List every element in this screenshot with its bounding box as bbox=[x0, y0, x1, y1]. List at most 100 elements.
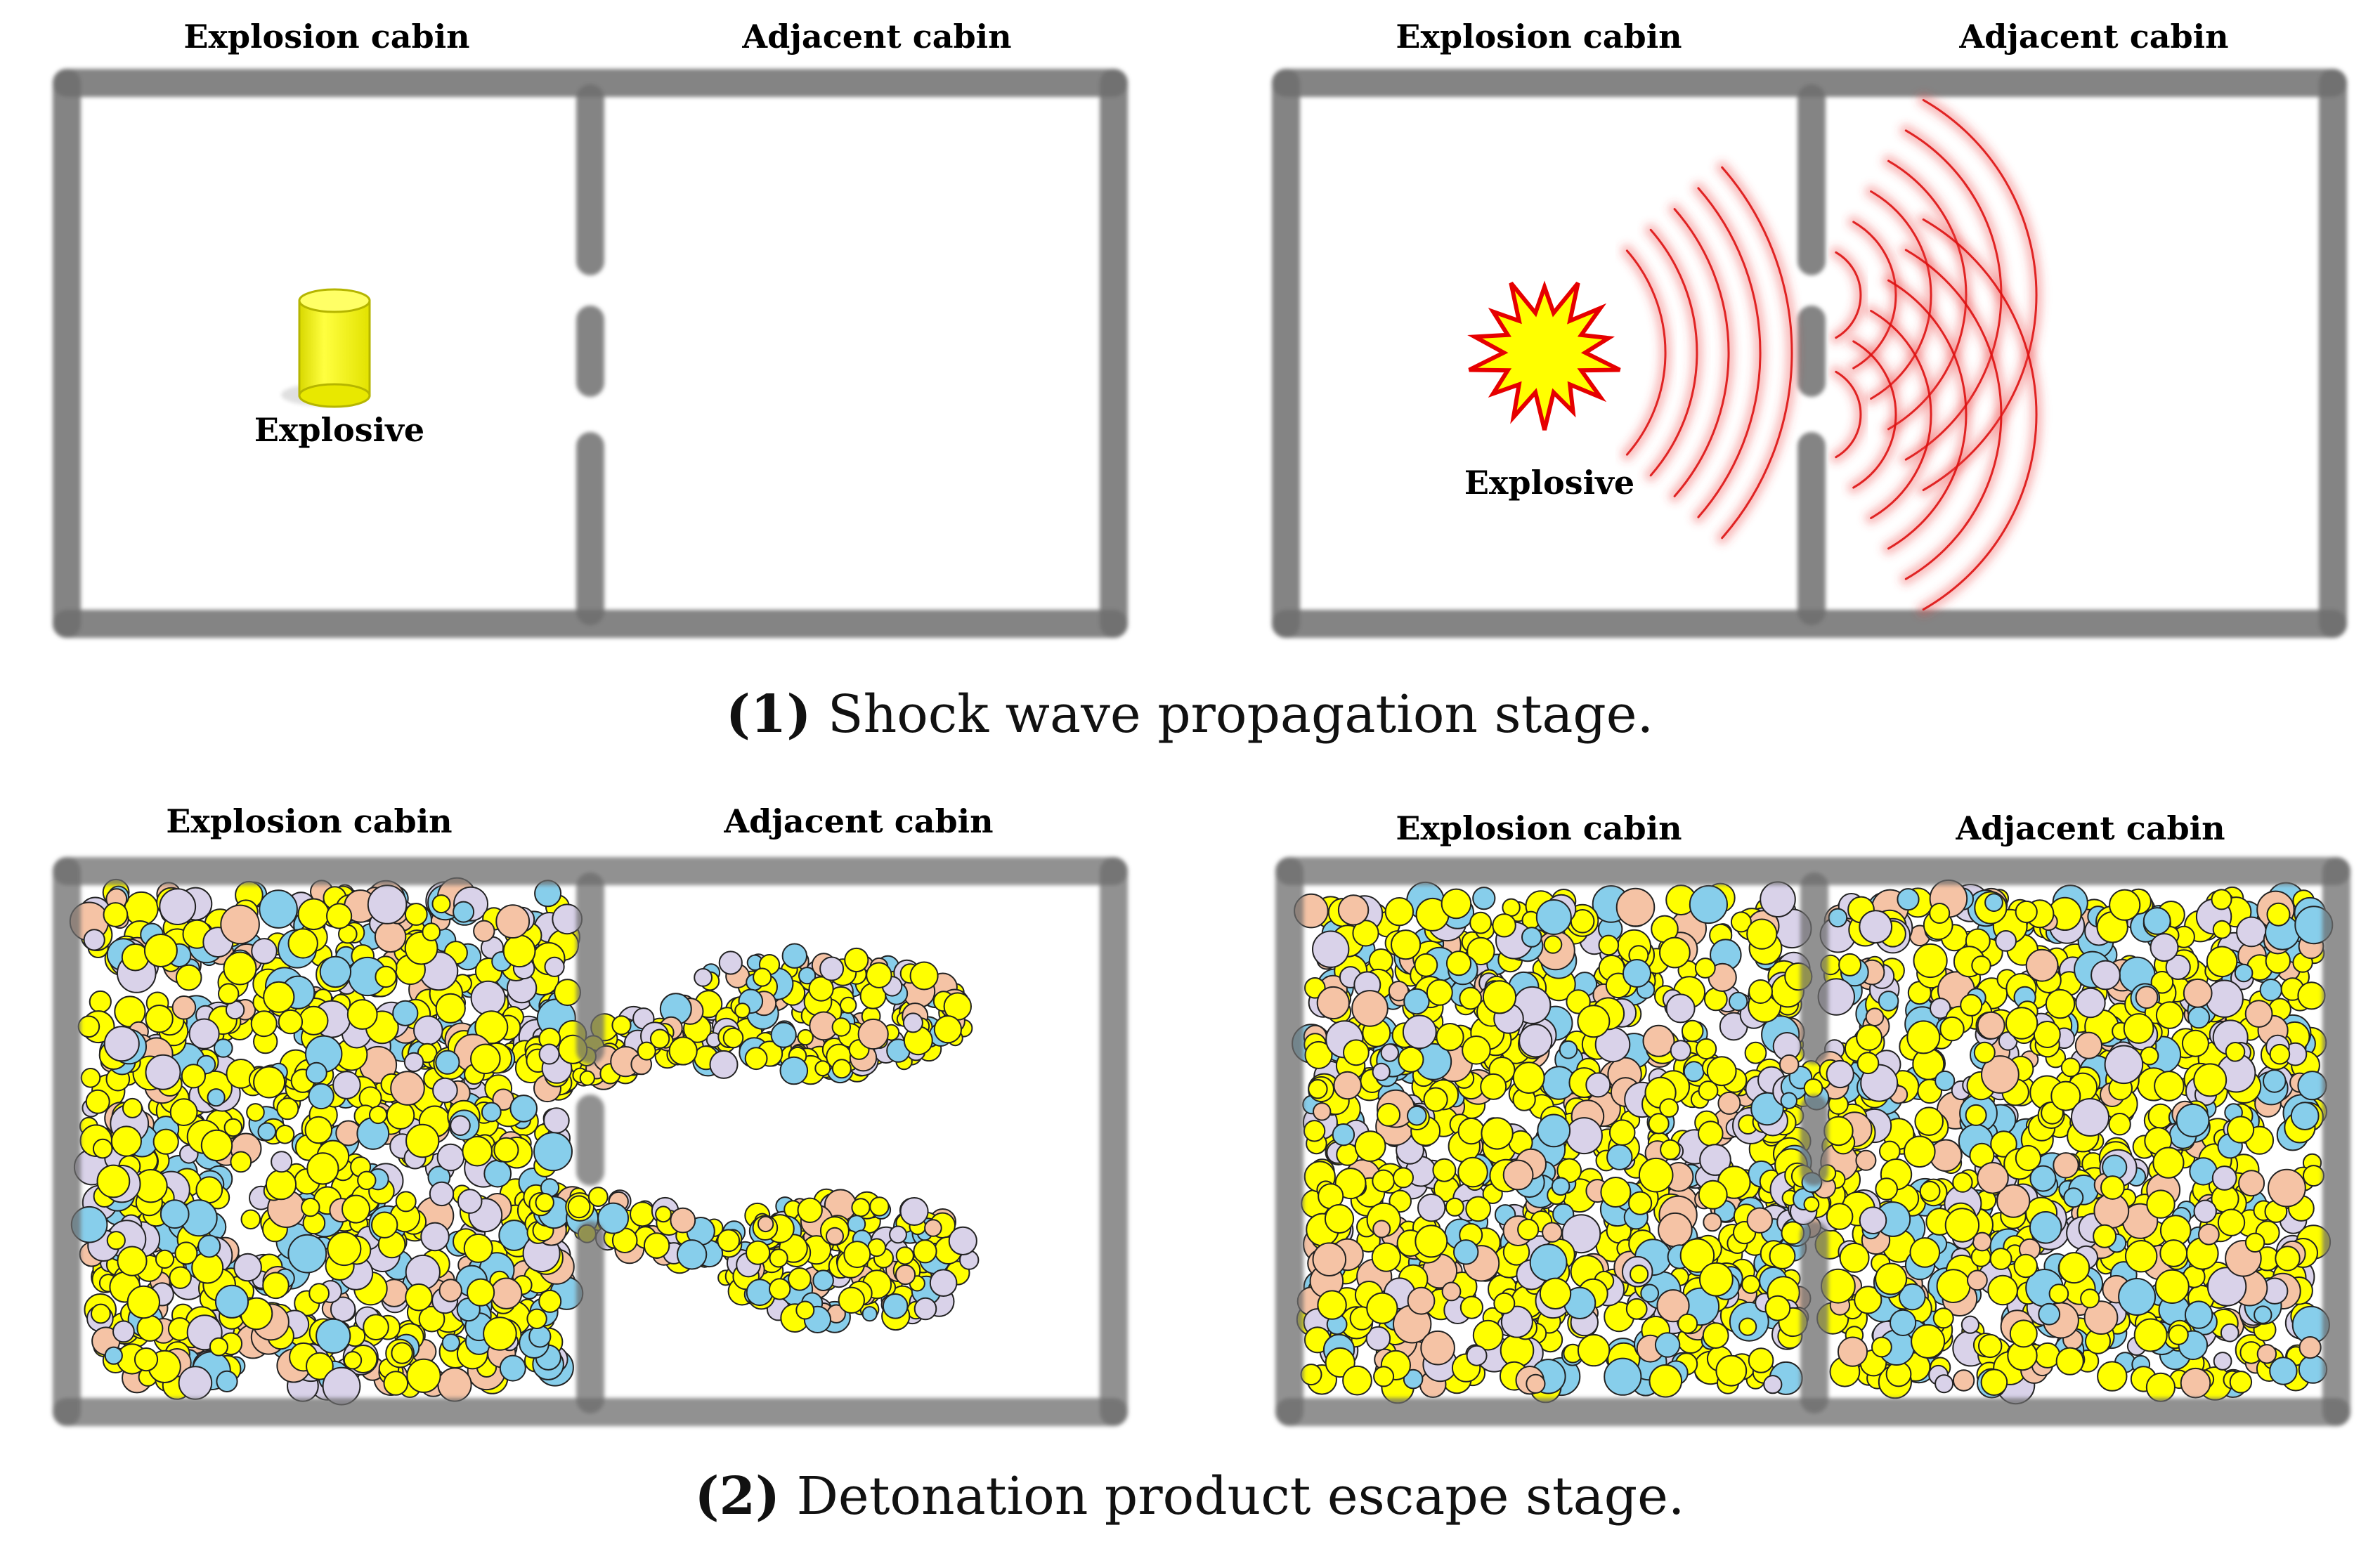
particle bbox=[195, 1176, 223, 1204]
particle bbox=[1952, 1369, 1975, 1392]
particle bbox=[2063, 1187, 2084, 1208]
particle bbox=[124, 891, 159, 927]
particle bbox=[2005, 1007, 2038, 1040]
particle bbox=[2055, 1347, 2084, 1376]
particle bbox=[418, 1305, 446, 1333]
particle bbox=[473, 920, 495, 943]
particle bbox=[218, 983, 240, 1005]
particle bbox=[386, 1101, 415, 1130]
particle bbox=[2015, 900, 2038, 924]
particle bbox=[306, 1352, 334, 1380]
panel-3-cabin-frame bbox=[53, 857, 1128, 1426]
particle bbox=[1875, 1262, 1908, 1295]
particle bbox=[543, 1107, 570, 1134]
shock-wave-arc bbox=[1835, 251, 1862, 339]
particle bbox=[788, 1267, 812, 1291]
particle bbox=[1371, 1242, 1401, 1272]
particle bbox=[276, 1097, 299, 1120]
particle bbox=[1746, 918, 1778, 950]
particle bbox=[2256, 1344, 2277, 1364]
particle bbox=[1973, 1041, 1996, 1064]
particle bbox=[1960, 993, 1983, 1017]
panel-4-explosion-cabin-label: Explosion cabin bbox=[1396, 809, 1682, 847]
particle bbox=[924, 1219, 942, 1237]
particle bbox=[533, 1132, 573, 1172]
particle bbox=[470, 980, 506, 1016]
particle bbox=[481, 1102, 502, 1123]
particle bbox=[1304, 1040, 1333, 1069]
particle bbox=[1659, 1098, 1679, 1118]
particle bbox=[330, 1296, 356, 1322]
particle bbox=[670, 1207, 696, 1234]
shock-wave-arc bbox=[1829, 246, 1867, 344]
svg-text:(2) Detonation product escape: (2) Detonation product escape stage. bbox=[695, 1466, 1685, 1527]
particle bbox=[1658, 1212, 1693, 1248]
particle bbox=[1913, 943, 1948, 979]
particle bbox=[1746, 1207, 1774, 1234]
particle bbox=[1303, 1120, 1326, 1142]
particle bbox=[326, 903, 353, 929]
panel-1: Explosion cabin Adjacent cabin Explosive bbox=[53, 18, 1128, 638]
panel-1-explosion-cabin-label: Explosion cabin bbox=[183, 18, 469, 55]
particle bbox=[831, 1059, 852, 1079]
particle bbox=[470, 1043, 501, 1075]
particle bbox=[1388, 981, 1410, 1002]
particle bbox=[1977, 1011, 2005, 1040]
particle bbox=[889, 1225, 907, 1244]
particle bbox=[188, 1018, 220, 1050]
particle bbox=[174, 1241, 198, 1265]
particle bbox=[1748, 1347, 1774, 1373]
particle bbox=[1502, 1159, 1534, 1191]
particle bbox=[1441, 888, 1472, 920]
particle bbox=[1354, 1130, 1386, 1162]
particle bbox=[781, 943, 808, 969]
particle bbox=[287, 928, 318, 959]
particle bbox=[435, 1050, 460, 1075]
particle bbox=[1971, 955, 1991, 976]
particle bbox=[493, 1137, 519, 1163]
particle bbox=[649, 1028, 670, 1049]
particle bbox=[2227, 1116, 2255, 1144]
particle bbox=[1638, 1157, 1674, 1193]
particle bbox=[1517, 1218, 1540, 1241]
particle bbox=[181, 1064, 206, 1089]
particle bbox=[405, 1123, 440, 1158]
particle bbox=[630, 1201, 656, 1227]
particle bbox=[104, 1346, 123, 1365]
particle bbox=[2050, 1080, 2081, 1111]
particle bbox=[2254, 1305, 2272, 1324]
particle bbox=[346, 999, 378, 1030]
particle bbox=[1535, 899, 1572, 935]
particle bbox=[462, 1135, 493, 1167]
particle bbox=[1537, 1113, 1571, 1148]
particle bbox=[831, 1017, 852, 1037]
particle bbox=[2165, 954, 2191, 981]
particle bbox=[1717, 1091, 1741, 1115]
particle bbox=[390, 1071, 425, 1106]
particle bbox=[1694, 958, 1716, 979]
particle bbox=[1865, 1007, 1885, 1026]
particle bbox=[1342, 1365, 1372, 1396]
particle bbox=[840, 996, 857, 1014]
particle bbox=[1417, 1194, 1446, 1222]
particle bbox=[826, 1227, 844, 1246]
particle bbox=[528, 1325, 552, 1348]
particle bbox=[2187, 1006, 2211, 1029]
particle bbox=[80, 1068, 101, 1088]
particle bbox=[436, 1143, 465, 1172]
particle bbox=[882, 1293, 909, 1319]
particle bbox=[2118, 1278, 2157, 1316]
particle bbox=[1372, 1169, 1396, 1193]
particle bbox=[1512, 1061, 1545, 1094]
particle bbox=[1351, 990, 1389, 1027]
shock-wave-arc bbox=[1644, 223, 1703, 482]
particle bbox=[1539, 1277, 1572, 1310]
particle bbox=[1453, 1239, 1479, 1265]
particle bbox=[2206, 1267, 2247, 1307]
particle bbox=[1683, 1061, 1705, 1083]
shock-wave-arc bbox=[1625, 249, 1667, 456]
particle bbox=[1482, 980, 1517, 1014]
explosive-charge bbox=[281, 288, 371, 408]
caption-2-number: (2) bbox=[695, 1466, 781, 1527]
particle bbox=[597, 1202, 630, 1234]
